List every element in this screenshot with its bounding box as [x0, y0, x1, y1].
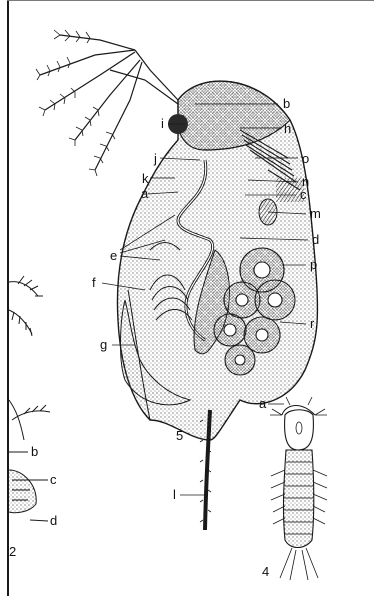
nauplius-body	[283, 450, 313, 548]
label-k: k	[142, 171, 149, 186]
label-h: h	[284, 121, 291, 136]
label-o: o	[302, 151, 309, 166]
label-b: b	[283, 96, 290, 111]
label-f: f	[92, 275, 96, 290]
specimen-number-4: 4	[262, 564, 269, 579]
label-e: e	[110, 248, 117, 263]
label-left-d: d	[50, 513, 57, 528]
label-j: j	[153, 151, 157, 166]
label-l: l	[173, 487, 176, 502]
specimen-number-5: 5	[176, 428, 183, 443]
left-partial-drawings	[9, 276, 50, 521]
nauplius-eye	[296, 422, 302, 434]
label-left-c: c	[50, 472, 57, 487]
label-p: p	[310, 257, 317, 272]
label-small-a: a	[259, 396, 267, 411]
nauplius-drawing	[268, 397, 327, 580]
label-g: g	[100, 337, 107, 352]
daphnia-drawing	[36, 30, 318, 530]
label-c: c	[300, 187, 307, 202]
label-a: a	[141, 186, 149, 201]
specimen-number-2: 2	[9, 544, 16, 559]
label-i: i	[161, 116, 164, 131]
label-left-b: b	[31, 444, 38, 459]
label-m: m	[310, 206, 321, 221]
label-r: r	[310, 316, 315, 331]
label-d: d	[312, 232, 319, 247]
